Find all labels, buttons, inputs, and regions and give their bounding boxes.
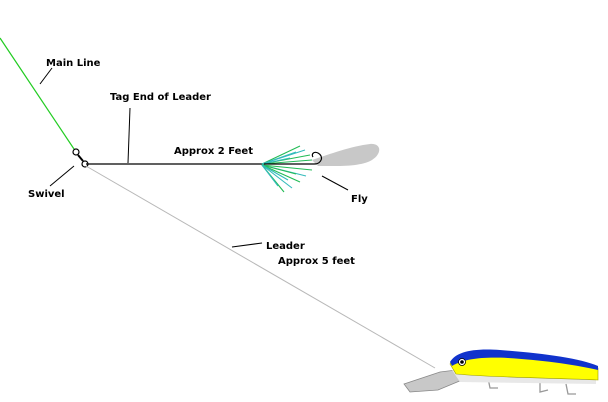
tag-end-pointer — [127, 107, 131, 164]
leader-pointer — [231, 242, 263, 248]
hook-icon — [264, 151, 323, 165]
main-line-pointer — [39, 67, 53, 85]
swivel-label: Swivel — [28, 189, 65, 200]
approx-2-feet-label: Approx 2 Feet — [174, 146, 253, 157]
main-line-label: Main Line — [46, 58, 101, 69]
tag-end-label: Tag End of Leader — [110, 92, 211, 103]
approx-5-feet-label: Approx 5 feet — [278, 256, 355, 267]
swivel-pointer — [49, 165, 75, 187]
leader-label: Leader — [266, 241, 305, 252]
fly-label: Fly — [351, 194, 368, 205]
leader-line — [85, 165, 436, 369]
main-line — [0, 37, 77, 153]
swivel-icon — [72, 148, 89, 168]
fly-pointer — [321, 175, 349, 191]
lure-icon — [403, 349, 599, 395]
fly-icon — [261, 143, 380, 193]
